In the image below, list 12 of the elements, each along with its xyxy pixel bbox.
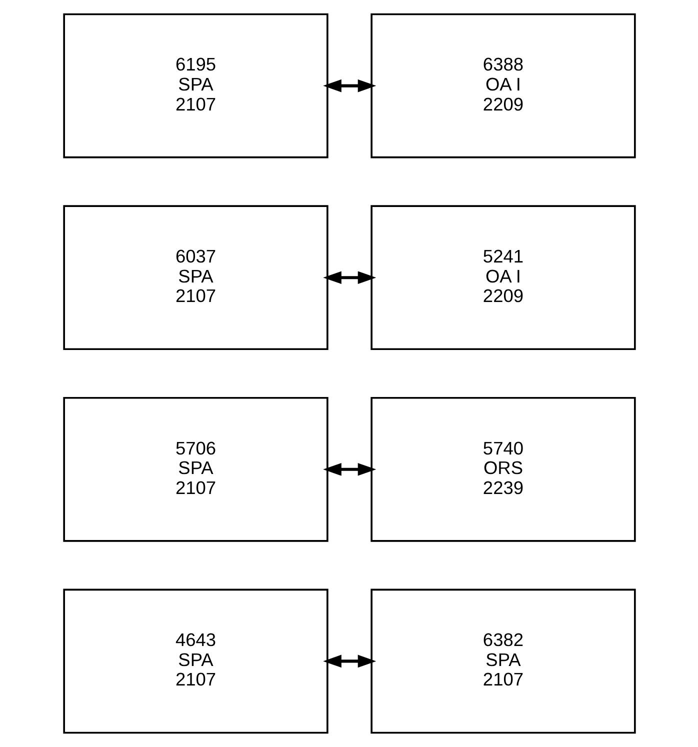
node-box: 6388 OA I 2209 (370, 13, 636, 158)
node-box: 6037 SPA 2107 (62, 205, 328, 350)
node-box: 6195 SPA 2107 (62, 13, 328, 158)
node-box: 5241 OA I 2209 (370, 205, 636, 350)
node-box: 4643 SPA 2107 (62, 588, 328, 734)
arrow (322, 462, 376, 476)
node-box: 6382 SPA 2107 (370, 588, 636, 734)
arrow (322, 654, 376, 668)
node-box: 5706 SPA 2107 (62, 396, 328, 542)
node-box: 5740 ORS 2239 (370, 396, 636, 542)
arrow (322, 271, 376, 284)
arrow (322, 79, 376, 92)
